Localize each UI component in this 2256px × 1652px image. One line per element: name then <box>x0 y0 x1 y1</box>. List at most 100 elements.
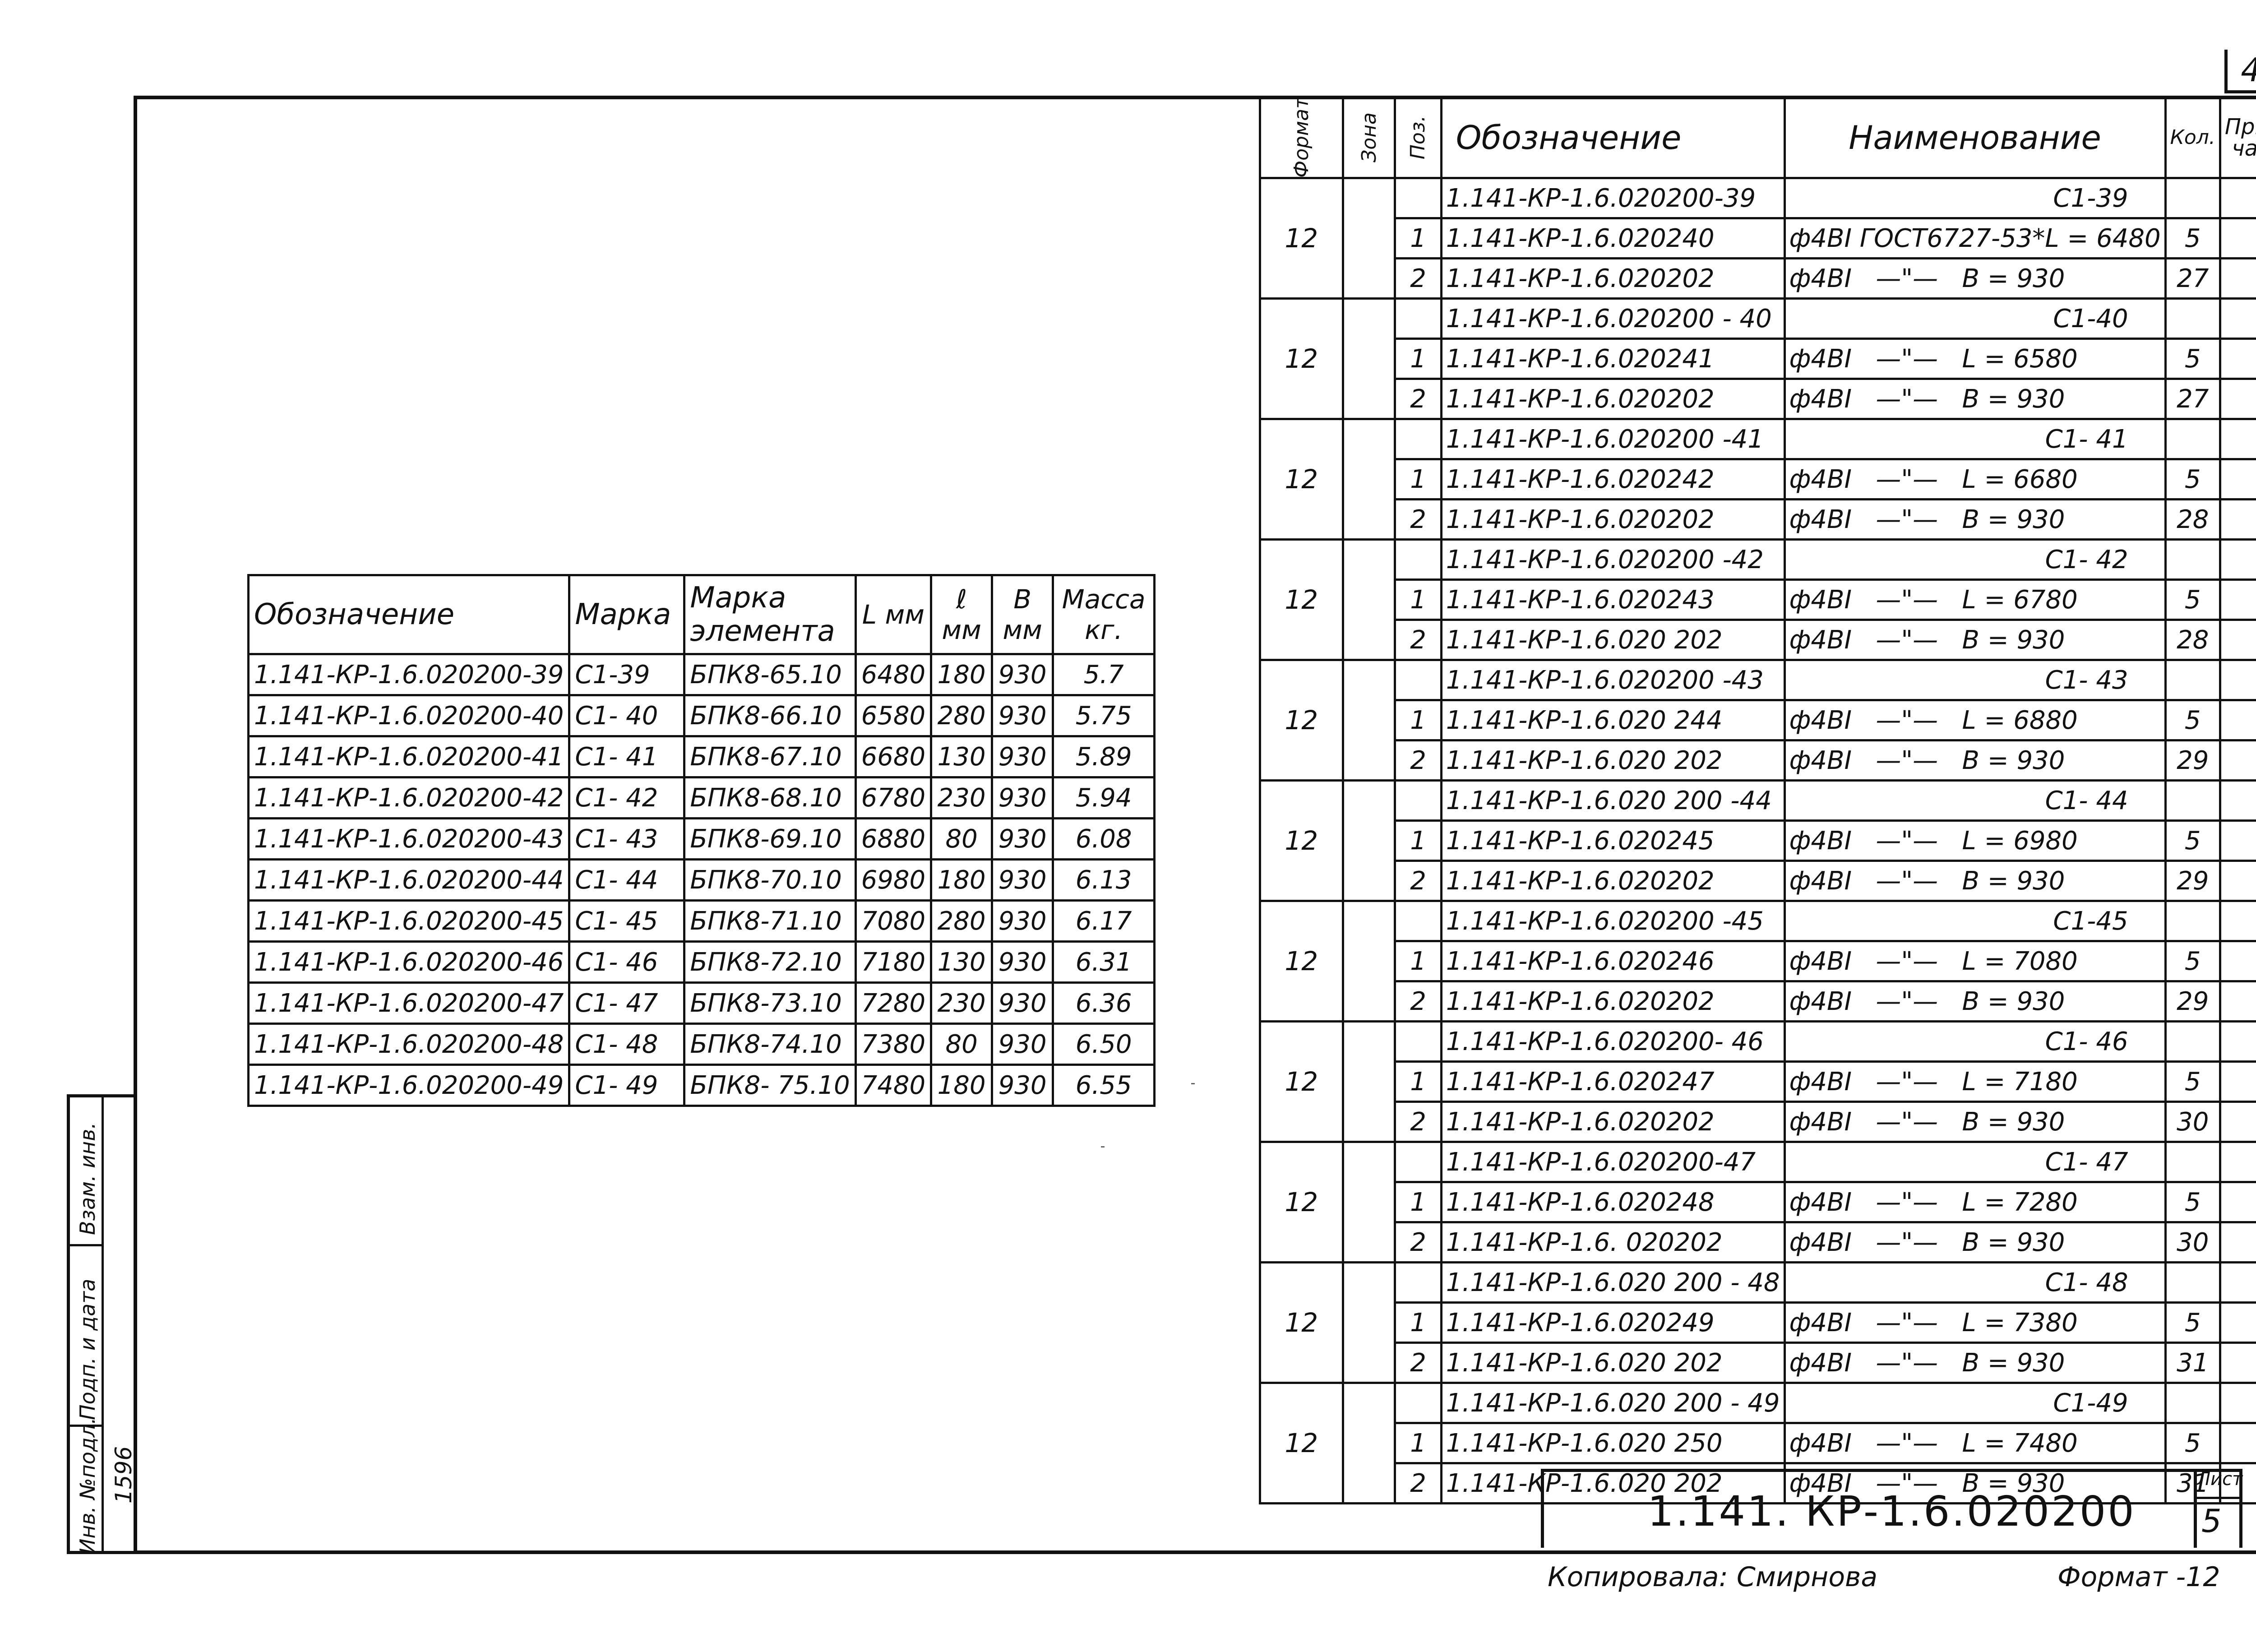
marks-table-cell: БПК8-73.10 <box>683 981 857 1025</box>
spec-item-name: ф4ВI —"— В = 930 <box>1783 1221 2167 1263</box>
marks-table-cell: С1- 42 <box>568 776 686 819</box>
spec-format-cell: 12 <box>1259 1020 1344 1143</box>
spec-item-name: ф4ВI —"— L = 6680 <box>1783 458 2167 500</box>
spec-note-cell <box>2219 257 2256 300</box>
spec-qty-cell: 31 <box>2164 1342 2221 1384</box>
spec-note-cell <box>2219 498 2256 541</box>
spec-item-designation: 1.141-КР-1.6.020202 <box>1440 257 1786 300</box>
spec-qty-cell: 28 <box>2164 619 2221 661</box>
marks-table-cell: БПК8-70.10 <box>683 858 857 902</box>
marks-table-cell: С1- 49 <box>568 1064 686 1107</box>
spec-note-cell <box>2219 860 2256 902</box>
marks-table-cell: С1- 45 <box>568 899 686 943</box>
spec-format-cell: 12 <box>1259 297 1344 420</box>
marks-table-cell: 6.36 <box>1052 981 1156 1025</box>
spec-pos-cell: 1 <box>1394 1181 1442 1223</box>
spec-note-cell <box>2219 578 2256 621</box>
marks-table-cell: 930 <box>991 694 1054 737</box>
spec-pos-cell: 2 <box>1394 498 1442 541</box>
inv-number: 1596 <box>111 1446 137 1504</box>
marks-table-cell: 1.141-КР-1.6.020200-49 <box>247 1064 571 1107</box>
spec-qty-cell <box>2164 1382 2221 1424</box>
spec-assembly-designation: 1.141-КР-1.6.020200 -45 <box>1440 900 1786 942</box>
spec-item-name: ф4ВI —"— L = 7180 <box>1783 1060 2167 1103</box>
spec-pos-cell <box>1394 1020 1442 1063</box>
marks-table-cell: 80 <box>930 1023 994 1066</box>
spec-qty-cell: 29 <box>2164 860 2221 902</box>
spec-note-cell <box>2219 1141 2256 1183</box>
spec-note-cell <box>2219 1342 2256 1384</box>
podp-data-label: Подп. и дата <box>75 1278 100 1420</box>
col-designation: Обозначение <box>247 574 571 655</box>
spec-item-designation: 1.141-КР-1.6.020202 <box>1440 1101 1786 1143</box>
spec-item-designation: 1.141-КР-1.6.020202 <box>1440 980 1786 1023</box>
marks-table-cell: 6.13 <box>1052 858 1156 902</box>
spec-note-cell <box>2219 1101 2256 1143</box>
spec-assembly-designation: 1.141-КР-1.6.020200 -41 <box>1440 418 1786 460</box>
marks-table-cell: БПК8-68.10 <box>683 776 857 819</box>
spec-note-cell <box>2219 378 2256 420</box>
marks-table-cell: 930 <box>991 1064 1054 1107</box>
spec-assembly-designation: 1.141-КР-1.6.020200 -42 <box>1440 538 1786 581</box>
drawing-frame <box>134 96 2256 1554</box>
spec-zone-cell <box>1341 418 1396 541</box>
spec-pos-cell: 2 <box>1394 1101 1442 1143</box>
marks-table-cell: БПК8-71.10 <box>683 899 857 943</box>
spec-pos-cell: 1 <box>1394 699 1442 741</box>
marks-table-cell: 7380 <box>854 1023 933 1066</box>
spec-qty-cell: 28 <box>2164 498 2221 541</box>
spec-item-designation: 1.141-КР-1.6.020202 <box>1440 378 1786 420</box>
spec-note-cell <box>2219 1060 2256 1103</box>
spec-assembly-mark: С1- 44 <box>1783 779 2167 822</box>
marks-table-cell: БПК8-72.10 <box>683 940 857 984</box>
spec-zone-cell <box>1341 779 1396 902</box>
spec-item-name: ф4ВI —"— L = 7280 <box>1783 1181 2167 1223</box>
spec-assembly-mark: С1-49 <box>1783 1382 2167 1424</box>
spec-assembly-mark: С1-45 <box>1783 900 2167 942</box>
spec-item-designation: 1.141-КР-1.6.020241 <box>1440 338 1786 380</box>
spec-assembly-mark: С1- 47 <box>1783 1141 2167 1183</box>
inv-podl-label: Инв. №подл. <box>75 1417 100 1554</box>
spec-format-cell: 12 <box>1259 779 1344 902</box>
marks-table-cell: 930 <box>991 653 1054 696</box>
marks-table-cell: 130 <box>930 735 994 778</box>
spec-note-cell <box>2219 900 2256 942</box>
spec-pos-cell: 1 <box>1394 217 1442 259</box>
spec-note-cell <box>2219 1301 2256 1344</box>
vzam-inv-label: Взам. инв. <box>75 1122 100 1235</box>
format-label: Формат -12 <box>2057 1561 2220 1593</box>
marks-table-cell: 930 <box>991 981 1054 1025</box>
copied-by: Копировала: Смирнова <box>1548 1561 1878 1593</box>
spec-item-name: ф4ВI —"— В = 930 <box>1783 257 2167 300</box>
spec-qty-cell: 27 <box>2164 257 2221 300</box>
spec-note-cell <box>2219 699 2256 741</box>
marks-table-cell: 6980 <box>854 858 933 902</box>
spec-qty-cell <box>2164 418 2221 460</box>
spec-pos-cell: 1 <box>1394 1060 1442 1103</box>
marks-table-cell: 930 <box>991 899 1054 943</box>
spec-item-designation: 1.141-КР-1.6.020240 <box>1440 217 1786 259</box>
spec-pos-cell: 2 <box>1394 1462 1442 1504</box>
spec-note-cell <box>2219 1422 2256 1464</box>
marks-table-cell: 930 <box>991 817 1054 861</box>
spec-qty-cell: 5 <box>2164 1181 2221 1223</box>
marks-table-cell: 1.141-КР-1.6.020200-41 <box>247 735 571 778</box>
marks-table-cell: 7180 <box>854 940 933 984</box>
spec-note-cell <box>2219 1181 2256 1223</box>
spec-note-cell <box>2219 739 2256 782</box>
spec-note-cell <box>2219 1020 2256 1063</box>
